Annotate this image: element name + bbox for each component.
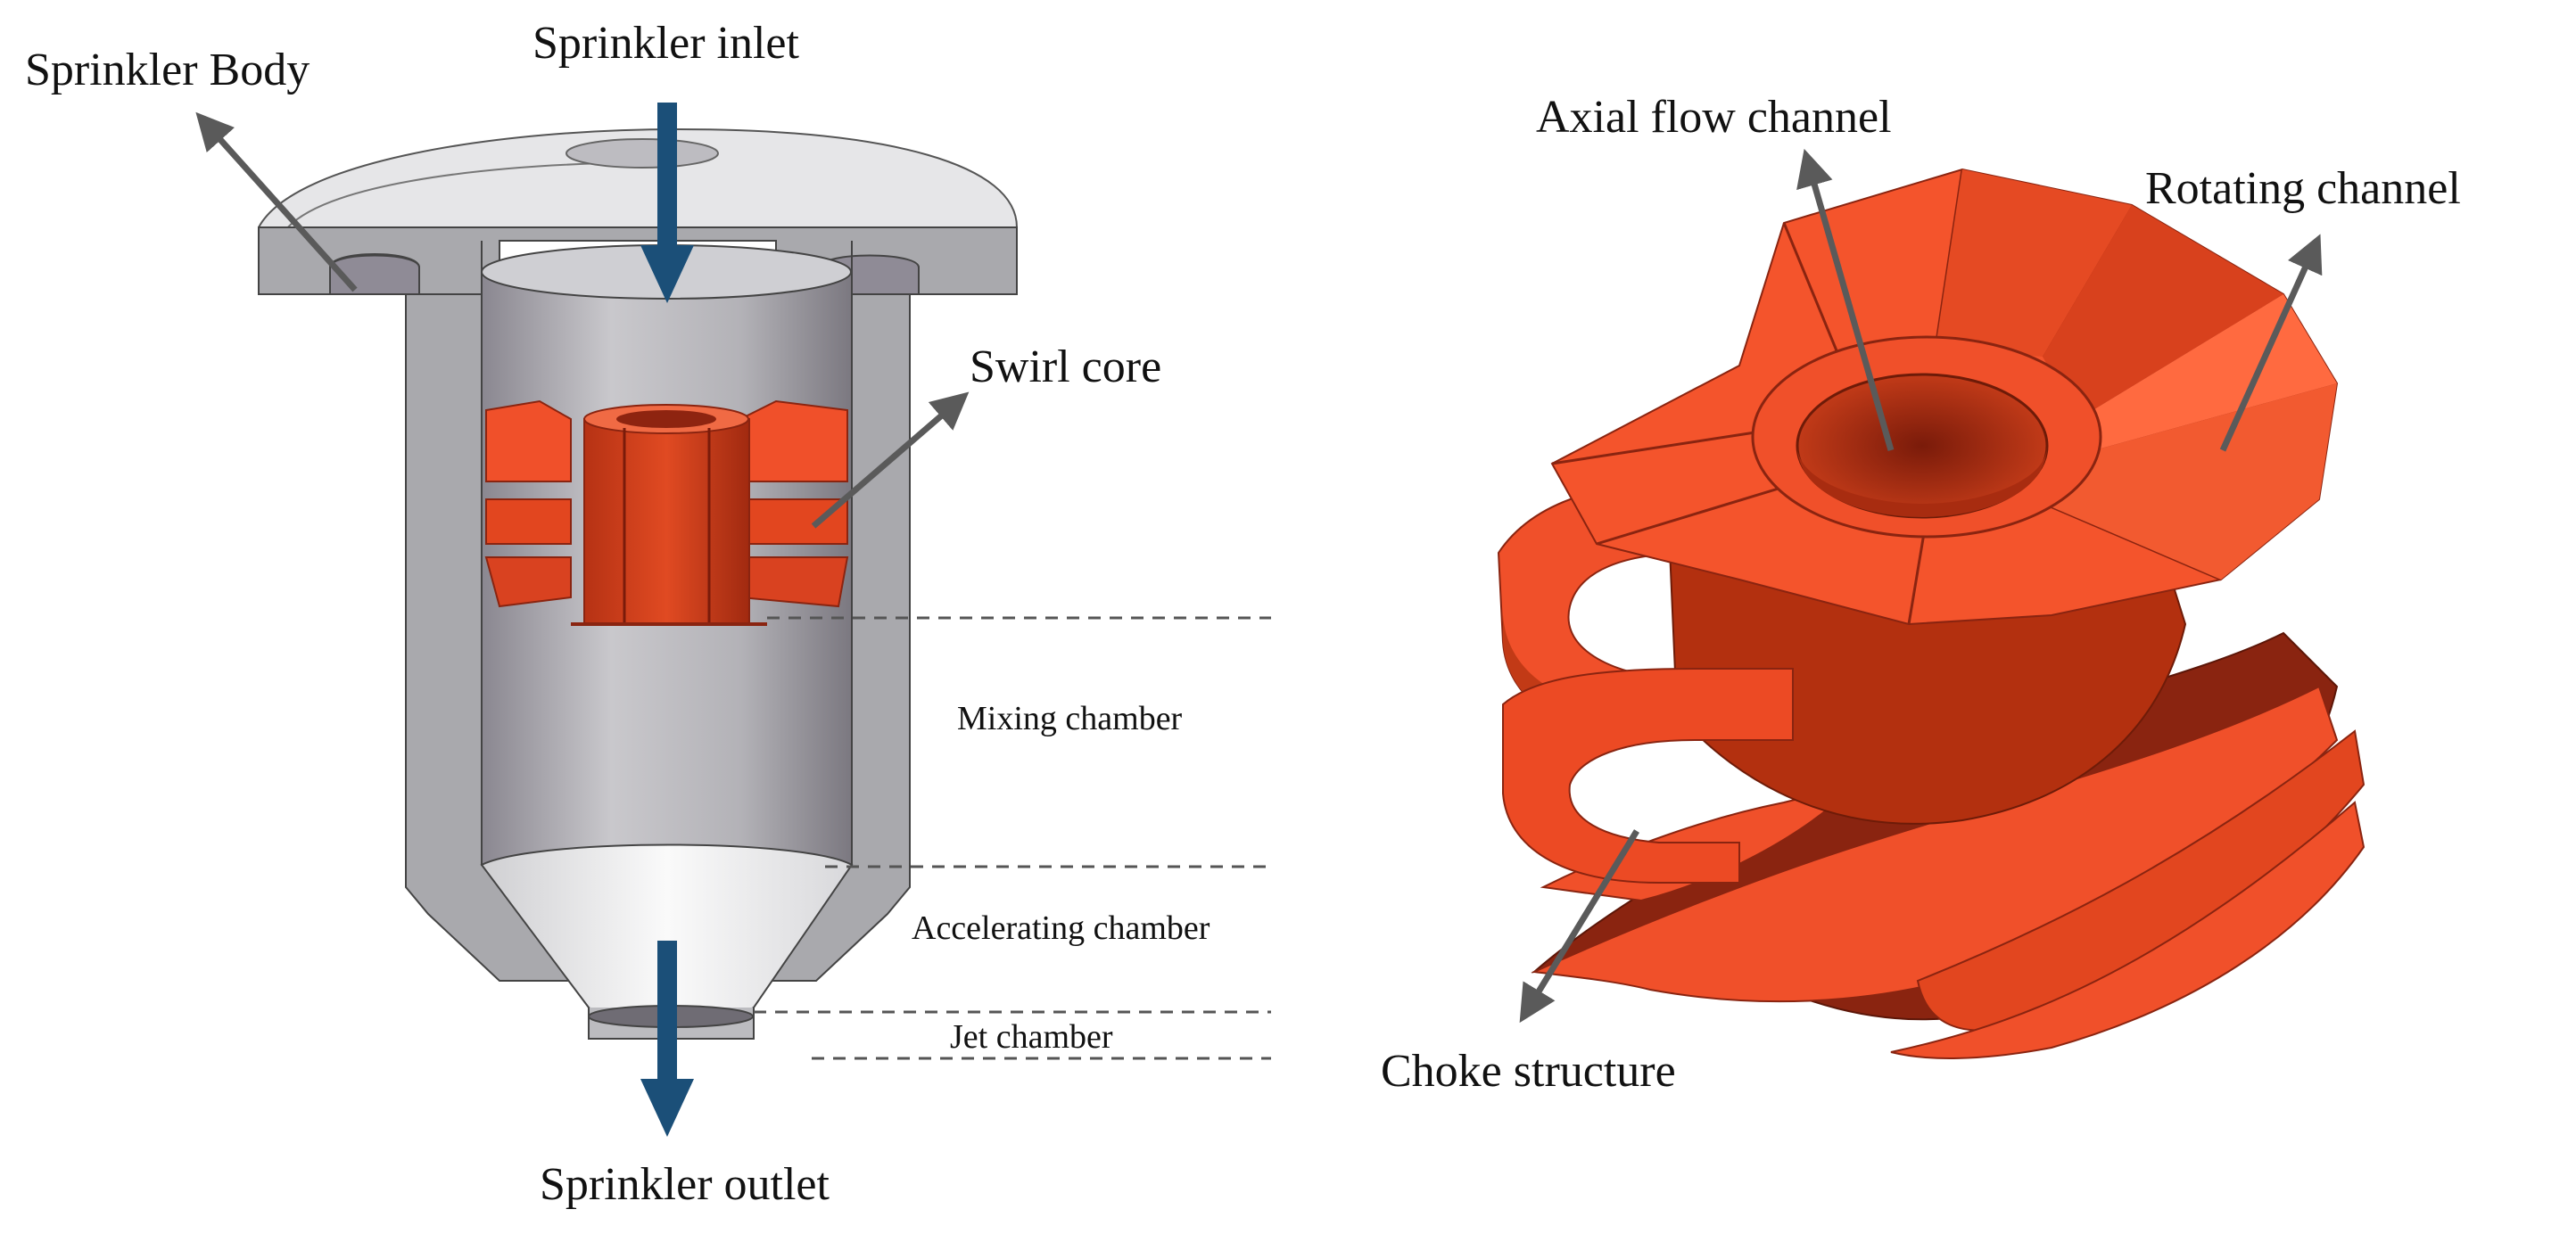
label-sprinkler-outlet: Sprinkler outlet (540, 1159, 830, 1210)
swirl-pointer-arrow (811, 391, 970, 529)
label-sprinkler-inlet: Sprinkler inlet (533, 18, 800, 69)
inlet-flow-arrow (640, 103, 694, 303)
body-pointer-arrow (195, 111, 358, 292)
label-swirl-core: Swirl core (970, 341, 1161, 392)
label-sprinkler-body: Sprinkler Body (25, 45, 310, 95)
region-dashed-lines (754, 616, 1271, 1060)
swirl-core-3d (1497, 168, 2365, 1059)
flange-top (258, 128, 1018, 242)
label-mixing-chamber: Mixing chamber (957, 700, 1183, 737)
choke-pointer-arrow (1519, 829, 1639, 1024)
swirl-core-inset (484, 399, 849, 626)
label-axial-flow-channel: Axial flow channel (1536, 92, 1892, 143)
label-choke-structure: Choke structure (1381, 1046, 1676, 1097)
label-accelerating-chamber: Accelerating chamber (912, 909, 1210, 947)
rotating-pointer-arrow (2219, 234, 2323, 452)
label-jet-chamber: Jet chamber (950, 1018, 1113, 1056)
axial-pointer-arrow (1796, 148, 1895, 451)
outlet-flow-arrow (640, 941, 694, 1137)
label-rotating-channel: Rotating channel (2145, 163, 2461, 214)
